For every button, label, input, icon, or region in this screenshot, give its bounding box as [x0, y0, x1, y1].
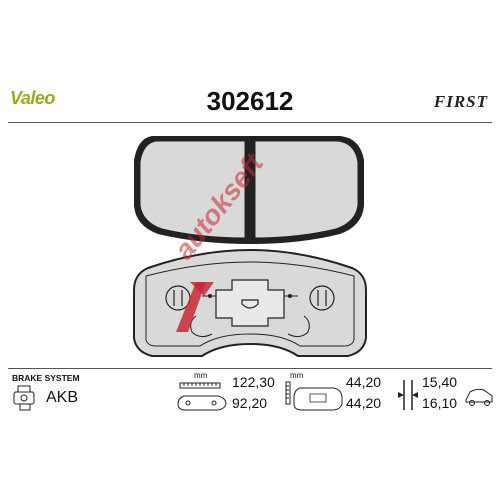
thickness-icon	[398, 380, 418, 410]
brand-logo: Valeo	[10, 88, 55, 108]
brake-system-label: BRAKE SYSTEM	[12, 373, 80, 383]
caliper-icon	[13, 385, 35, 411]
pad-outline-icon-1	[177, 395, 227, 411]
length-value: 122,30	[232, 374, 275, 390]
ruler-icon	[179, 382, 221, 389]
pad-top-view	[134, 136, 364, 244]
product-line-logo: FIRST	[433, 92, 488, 111]
thickness-value-1: 15,40	[422, 374, 458, 390]
pad-outline-icon-2	[293, 387, 343, 411]
car-icon	[465, 388, 493, 406]
pad-back-view	[133, 248, 367, 357]
brake-system-value: AKB	[46, 389, 79, 406]
thickness-value-2: 16,10	[422, 395, 458, 411]
top-divider	[8, 122, 492, 123]
height-ruler-icon	[285, 381, 291, 405]
watermark-mark	[176, 282, 214, 332]
height-value-1: 44,20	[346, 374, 382, 390]
bottom-divider	[8, 368, 492, 369]
width-value: 92,20	[232, 395, 268, 411]
height-unit: mm	[290, 371, 304, 380]
height-value-2: 44,20	[346, 395, 382, 411]
part-number: 302612	[206, 86, 294, 116]
length-unit: mm	[194, 371, 208, 380]
